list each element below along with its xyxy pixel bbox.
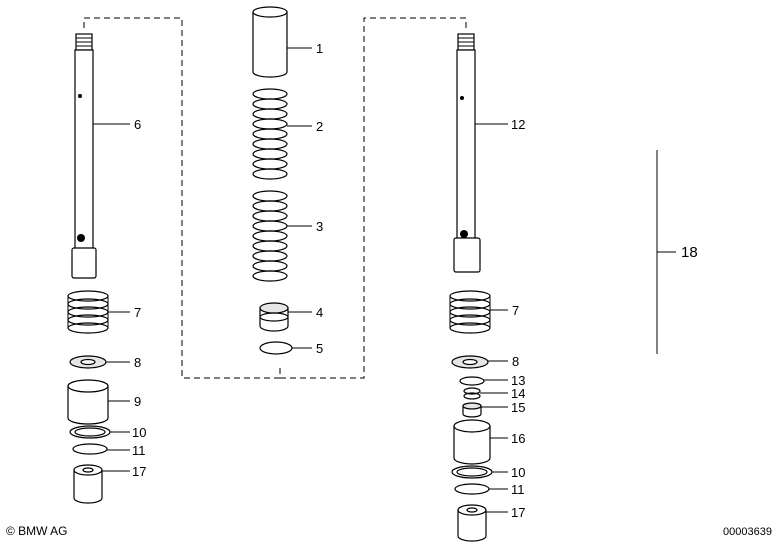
assembly-outline [83,17,467,379]
left-bushing-17 [73,464,103,504]
callout-18: 18 [681,244,698,261]
callout-16: 16 [511,431,525,446]
callout-17-left: 17 [132,464,146,479]
right-valve-15 [462,402,482,418]
callout-7-right: 7 [512,303,519,318]
callout-10-right: 10 [511,465,525,480]
right-bushing-17 [457,504,487,542]
callout-11-right: 11 [511,482,525,497]
left-fork-tube [71,33,97,279]
center-piston-4 [259,302,289,332]
left-circlip-11 [72,443,108,455]
callout-17-right: 17 [511,505,525,520]
callout-14: 14 [511,386,525,401]
center-spring-2 [252,88,288,180]
callout-8-right: 8 [512,354,519,369]
right-ring-13 [459,376,485,386]
right-ring-10 [451,465,493,479]
callout-11-left: 11 [132,443,146,458]
callout-8-left: 8 [134,355,141,370]
callout-3: 3 [316,219,323,234]
left-washer-8 [69,355,107,369]
leader-lines [93,47,508,513]
callout-2: 2 [316,119,323,134]
left-sleeve-9 [67,379,109,425]
right-circlip-11 [454,483,490,495]
callout-12: 12 [511,117,525,132]
bracket-18 [656,150,676,354]
center-tube-1 [252,6,288,78]
callout-6: 6 [134,117,141,132]
callout-15: 15 [511,400,525,415]
callout-13: 13 [511,373,525,388]
right-fork-tube [453,33,481,273]
right-spring-7 [449,290,491,334]
center-spring-3 [252,190,288,282]
callout-10-left: 10 [132,425,146,440]
callout-7-left: 7 [134,305,141,320]
right-sleeve-16 [453,419,491,465]
callout-9: 9 [134,394,141,409]
document-number: 00003639 [723,526,772,538]
left-ring-10 [69,425,111,439]
left-spring-7 [67,290,109,334]
callout-1: 1 [316,41,323,56]
right-washer-8 [451,355,489,369]
right-spring-14 [463,387,481,400]
callout-5: 5 [316,341,323,356]
copyright-text: © BMW AG [6,524,68,538]
callout-4: 4 [316,305,323,320]
center-circlip-5 [259,341,293,355]
callout-labels: 1 2 3 4 5 6 7 8 9 10 11 17 12 7 8 13 14 … [132,41,698,520]
